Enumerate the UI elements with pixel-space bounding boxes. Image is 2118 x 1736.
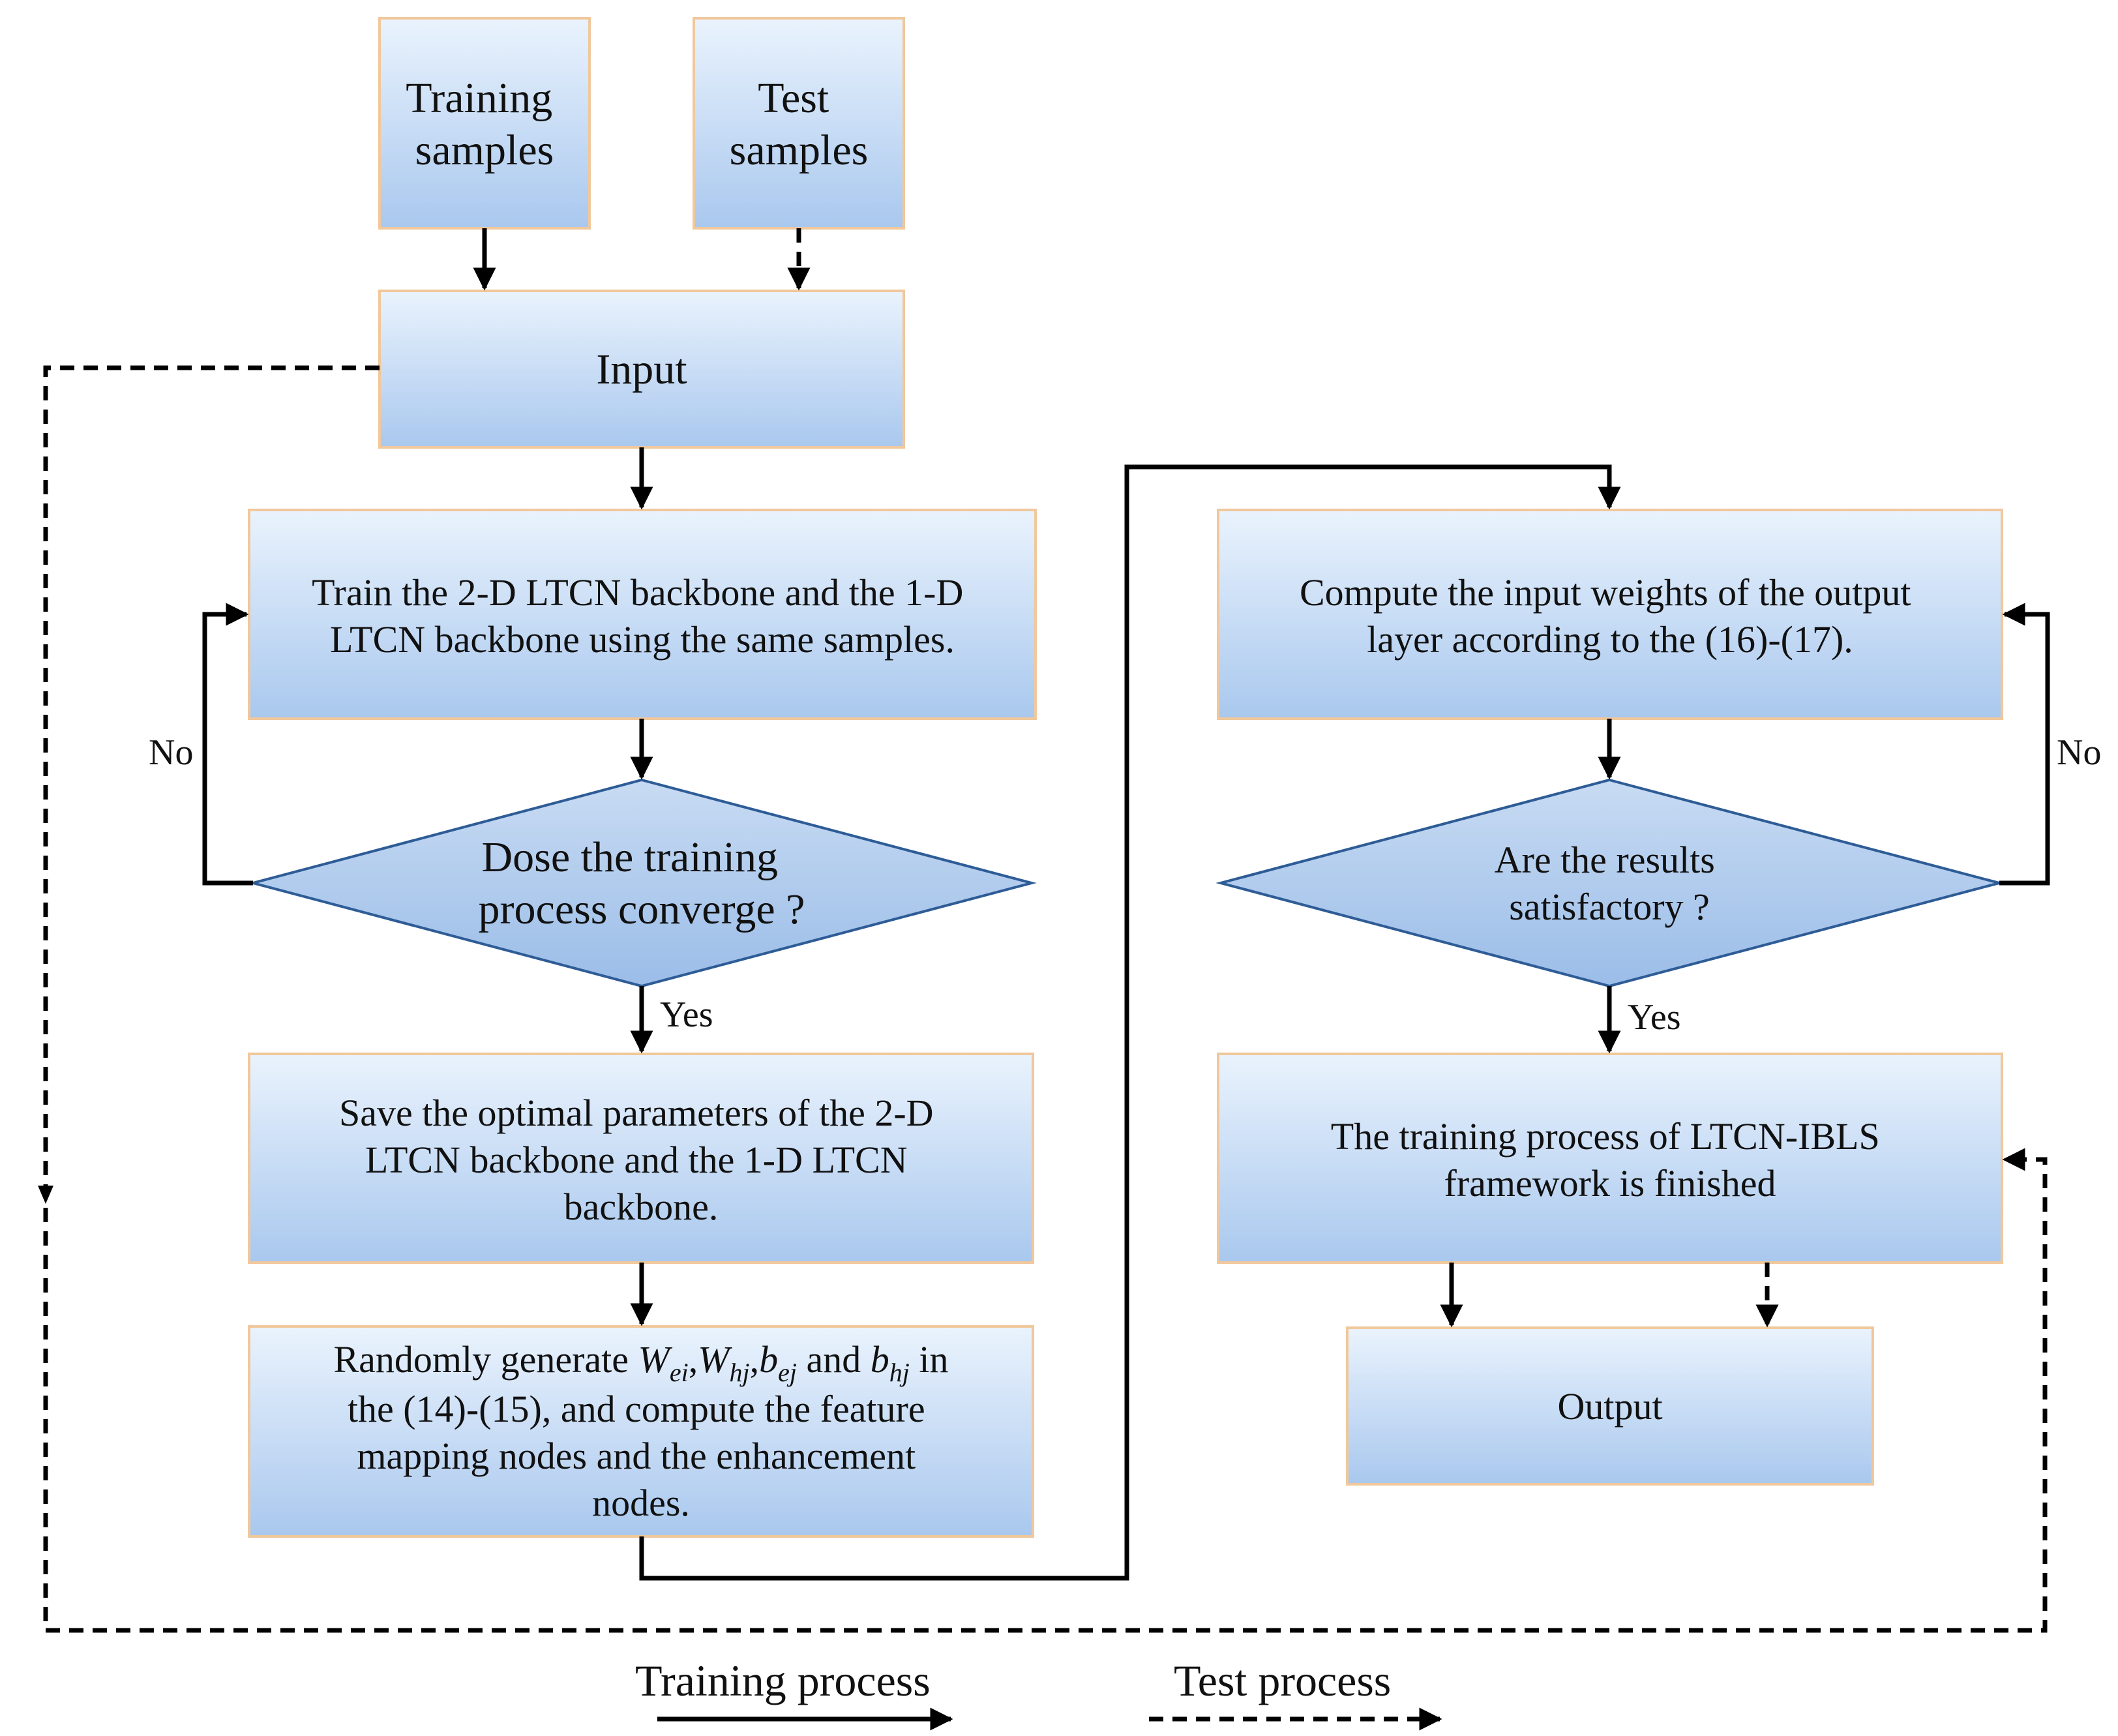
converge-line-2: process converge ?	[479, 886, 805, 933]
converge-diamond: Dose the training process converge ?	[248, 778, 1037, 988]
mid-arrowhead-left	[38, 1186, 53, 1204]
save-params-line-1: Save the optimal parameters of the 2-D	[339, 1092, 934, 1134]
random-generate-line-2: the (14)-(15), and compute the feature	[348, 1388, 925, 1430]
save-params-line-2: LTCN backbone and the 1-D LTCN	[365, 1139, 908, 1181]
test-samples-line-2: samples	[730, 127, 869, 174]
input-box: Input	[378, 290, 905, 449]
save-params-line-3: backbone.	[564, 1186, 719, 1228]
random-generate-line-1: Randomly generate Wei,Whj,bej and bhj in	[333, 1338, 948, 1387]
compute-weights-line-1: Compute the input weights of the output	[1300, 571, 1911, 614]
finished-box: The training process of LTCN-IBLS framew…	[1217, 1053, 2003, 1264]
finished-line-2: framework is finished	[1444, 1162, 1776, 1205]
legend: Training process Test process	[635, 1656, 1442, 1731]
input-label: Input	[596, 346, 687, 393]
test-arrows	[43, 228, 2048, 1633]
svg-text:Compute the input weights of t: Compute the input weights of the output …	[1300, 571, 1920, 661]
svg-text:Dose the training proces: Dose the training process converge ?	[479, 833, 805, 933]
arrow-no-loop-right	[1999, 603, 2050, 886]
save-params-box: Save the optimal parameters of the 2-D L…	[248, 1053, 1034, 1264]
legend-test-label: Test process	[1174, 1656, 1391, 1705]
svg-text:Train the 2-D LTCN backbone an: Train the 2-D LTCN backbone and the 1-D …	[312, 571, 973, 661]
compute-weights-box: Compute the input weights of the output …	[1217, 509, 2003, 720]
train-backbone-box: Train the 2-D LTCN backbone and the 1-D …	[248, 509, 1037, 720]
svg-text:Training samples: Training samples	[406, 74, 563, 174]
satisfactory-diamond: Are the results satisfactory ?	[1216, 778, 2005, 988]
svg-text:The training process of LTCN-I: The training process of LTCN-IBLS framew…	[1331, 1115, 1889, 1205]
satisfactory-line-2: satisfactory ?	[1509, 886, 1710, 928]
output-label: Output	[1557, 1385, 1662, 1428]
no-label-left: No	[149, 732, 193, 773]
output-box: Output	[1346, 1326, 1874, 1486]
yes-label-left: Yes	[660, 995, 713, 1035]
finished-line-1: The training process of LTCN-IBLS	[1331, 1115, 1880, 1158]
train-backbone-line-1: Train the 2-D LTCN backbone and the 1-D	[312, 571, 963, 614]
compute-weights-line-2: layer according to the (16)-(17).	[1367, 618, 1853, 661]
training-samples-line-2: samples	[415, 127, 554, 174]
no-label-right: No	[2057, 732, 2101, 773]
converge-line-1: Dose the training	[481, 833, 778, 881]
training-samples-line-1: Training	[406, 74, 552, 122]
random-generate-line-3: mapping nodes and the enhancement	[357, 1435, 916, 1477]
training-samples-box: Training samples	[378, 17, 591, 230]
svg-text:Save the optimal parameters of: Save the optimal parameters of the 2-D L…	[339, 1092, 943, 1228]
random-generate-line-4: nodes.	[592, 1482, 690, 1524]
test-samples-line-1: Test	[758, 74, 829, 122]
svg-text:Test samples: Test samples	[730, 74, 869, 174]
legend-training-label: Training process	[635, 1656, 931, 1705]
yes-label-right: Yes	[1628, 997, 1680, 1038]
training-arrows	[202, 228, 2050, 1581]
test-samples-box: Test samples	[693, 17, 905, 230]
train-backbone-line-2: LTCN backbone using the same samples.	[330, 618, 955, 661]
svg-text:Are the results satisfac: Are the results satisfactory ?	[1495, 839, 1725, 928]
arrow-no-loop-left	[202, 603, 253, 886]
svg-text:the (14)-(15), and compute the: the (14)-(15), and compute the feature m…	[348, 1388, 934, 1524]
arrow-input-to-finished-test	[43, 365, 2048, 1633]
arrow-random-to-compute	[639, 464, 1621, 1581]
satisfactory-line-1: Are the results	[1495, 839, 1715, 881]
random-generate-box: Randomly generate Wei,Whj,bej and bhj in…	[248, 1325, 1034, 1538]
